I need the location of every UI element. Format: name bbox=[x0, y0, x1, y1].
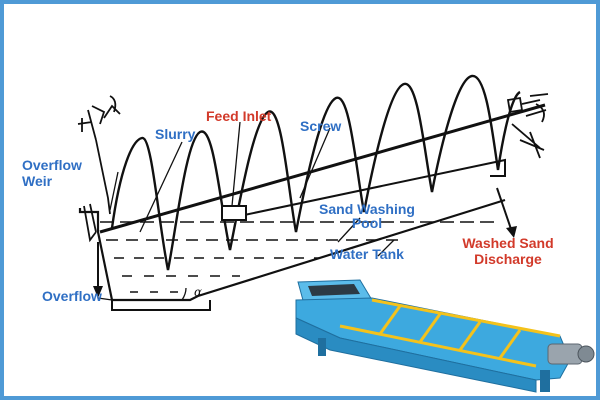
water-tank-outline bbox=[78, 198, 506, 302]
drive-mechanism-left bbox=[77, 95, 121, 215]
screw-shaft bbox=[99, 103, 546, 234]
label-overflow-weir: Overflow Weir bbox=[22, 157, 82, 189]
screw-washer-machine-illustration bbox=[295, 279, 595, 393]
label-screw: Screw bbox=[300, 118, 342, 134]
overflow-arrow bbox=[93, 242, 103, 298]
label-angle-alpha: α bbox=[194, 285, 203, 299]
feed-inlet-box bbox=[221, 205, 247, 221]
tank-base bbox=[111, 300, 211, 311]
label-overflow: Overflow bbox=[42, 288, 102, 304]
washed-sand-discharge-arrow bbox=[496, 187, 517, 238]
drive-mechanism-right bbox=[506, 93, 549, 159]
label-sand-washing-pool: Sand Washing Pool bbox=[319, 201, 415, 231]
label-washed-sand-discharge: Washed Sand Discharge bbox=[462, 235, 554, 267]
leader-lines bbox=[97, 121, 395, 301]
label-slurry: Slurry bbox=[155, 126, 196, 142]
label-feed-inlet: Feed Inlet bbox=[206, 108, 272, 124]
angle-arc bbox=[181, 287, 187, 301]
overflow-weir-lip bbox=[83, 203, 97, 243]
water-surface bbox=[100, 221, 500, 293]
label-water-tank: Water Tank bbox=[330, 246, 404, 262]
